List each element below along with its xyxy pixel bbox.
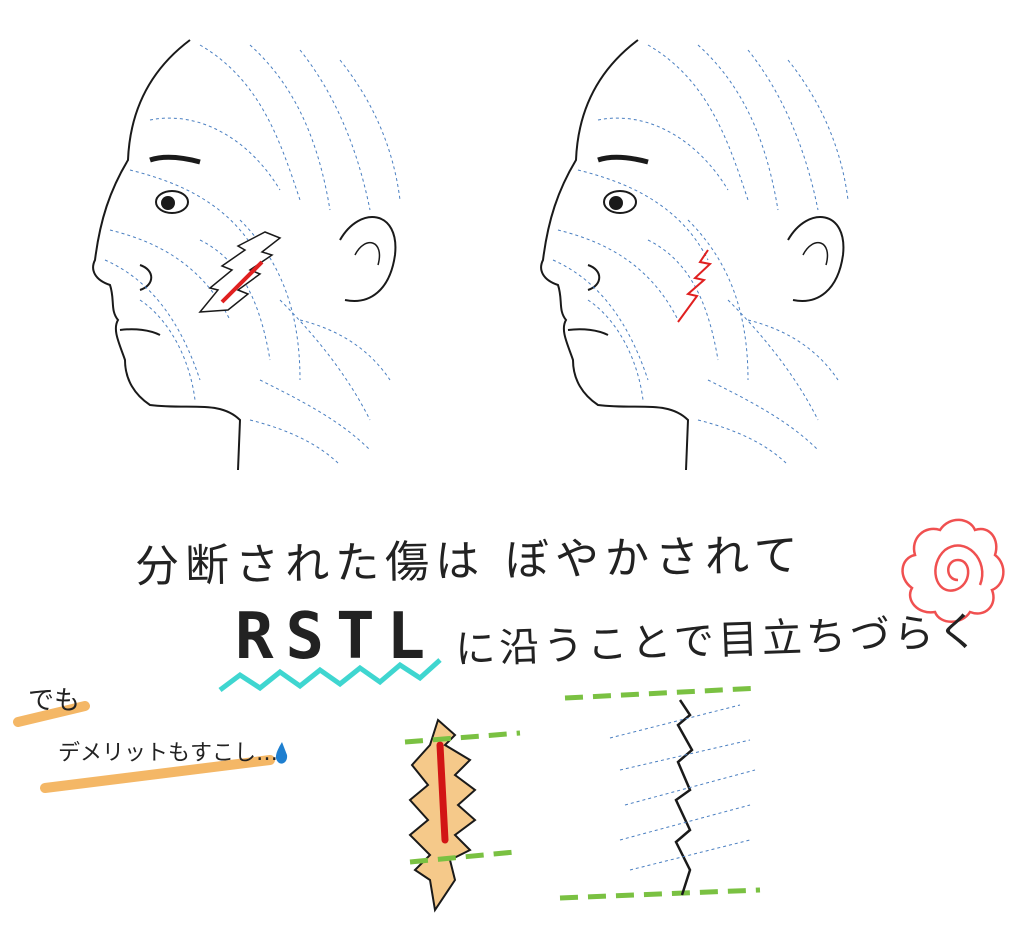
sweat-drop-icon: [275, 742, 288, 764]
face-after: [541, 40, 848, 470]
rstl-underline: [218, 658, 442, 692]
demerit-label: デメリットもすこし…: [58, 741, 279, 766]
scar-line: [436, 741, 449, 844]
flower-doodle-icon: [901, 518, 1005, 623]
scar-line: [220, 260, 264, 304]
highlight: [40, 755, 275, 793]
caption-line-1: 分断された傷は ぼやかされて: [134, 530, 805, 593]
rstl-label: RSTL: [235, 600, 438, 674]
but-label: でも: [28, 686, 81, 716]
zigzag-closure: [674, 699, 694, 896]
guide-lines: [404, 685, 761, 901]
rstl-lines: [609, 704, 756, 871]
highlight: [13, 701, 90, 727]
z-plasty-outline: [198, 231, 282, 313]
zigzag-scar: [677, 249, 713, 323]
